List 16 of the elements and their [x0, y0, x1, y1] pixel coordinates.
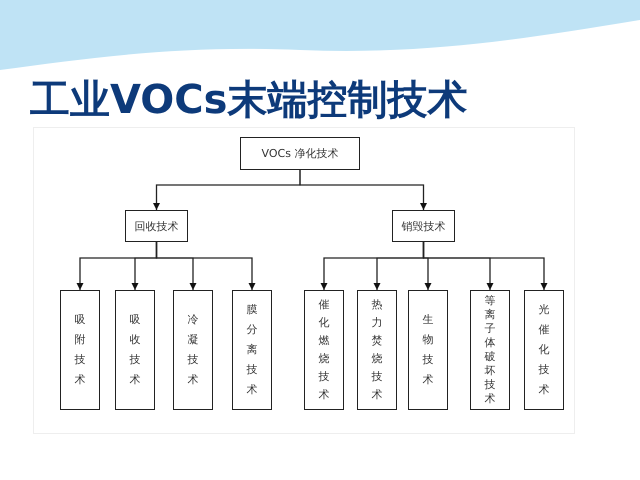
- arrow: [156, 242, 256, 290]
- arrow: [299, 170, 427, 210]
- category-box: 销毁技术: [392, 210, 455, 242]
- technique-box: 热力焚烧技术: [357, 290, 397, 410]
- technique-box: 催化燃烧技术: [304, 290, 344, 410]
- technique-box: 生物技术: [408, 290, 448, 410]
- category-box: VOCs 净化技术: [240, 137, 360, 170]
- technique-box: 等离子体破坏技术: [470, 290, 510, 410]
- slide-title: 工业VOCs末端控制技术: [30, 76, 468, 125]
- technique-box: 吸附技术: [60, 290, 100, 410]
- category-box: 回收技术: [125, 210, 188, 242]
- technique-box: 膜分离技术: [232, 290, 272, 410]
- arrow: [422, 242, 548, 290]
- technique-box: 吸收技术: [115, 290, 155, 410]
- technique-box: 光催化技术: [524, 290, 564, 410]
- technique-box: 冷凝技术: [173, 290, 213, 410]
